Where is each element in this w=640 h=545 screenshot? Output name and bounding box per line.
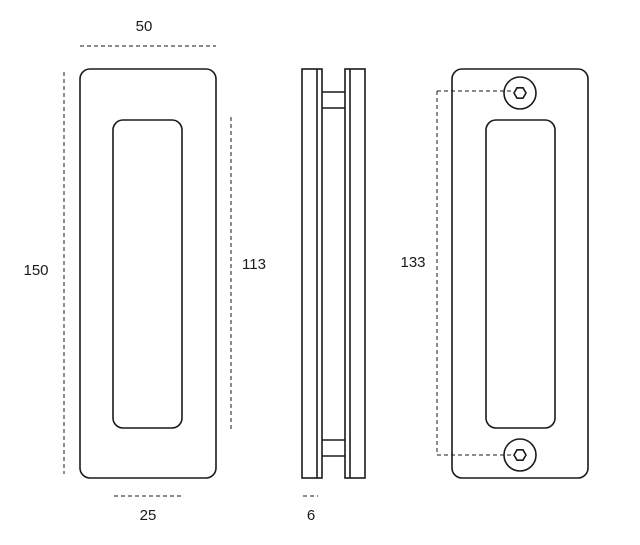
screw-top-ring	[503, 76, 537, 110]
side-plate-left	[301, 68, 323, 479]
hex-socket-bottom-icon	[513, 448, 527, 462]
recess-outline	[112, 119, 183, 429]
width-dimension-label: 50	[136, 18, 153, 35]
side-plate-right	[344, 68, 366, 479]
rear-recess-outline	[485, 119, 556, 429]
rear-plate-outline	[451, 68, 589, 479]
height-dimension-label: 150	[23, 262, 48, 279]
hex-socket-top-icon	[513, 87, 527, 99]
screw-spacing-dimension-label: 133	[400, 254, 425, 271]
recess-width-dimension-label: 25	[140, 507, 157, 524]
depth-dimension-label: 6	[307, 507, 315, 524]
rear-view: 133	[400, 68, 589, 479]
faceplate-outline	[79, 68, 217, 479]
recess-height-dimension-label: 113	[242, 256, 266, 273]
screw-top	[503, 76, 537, 110]
side-view: 6	[301, 68, 366, 524]
front-view: 50 150 113 25	[23, 18, 265, 524]
